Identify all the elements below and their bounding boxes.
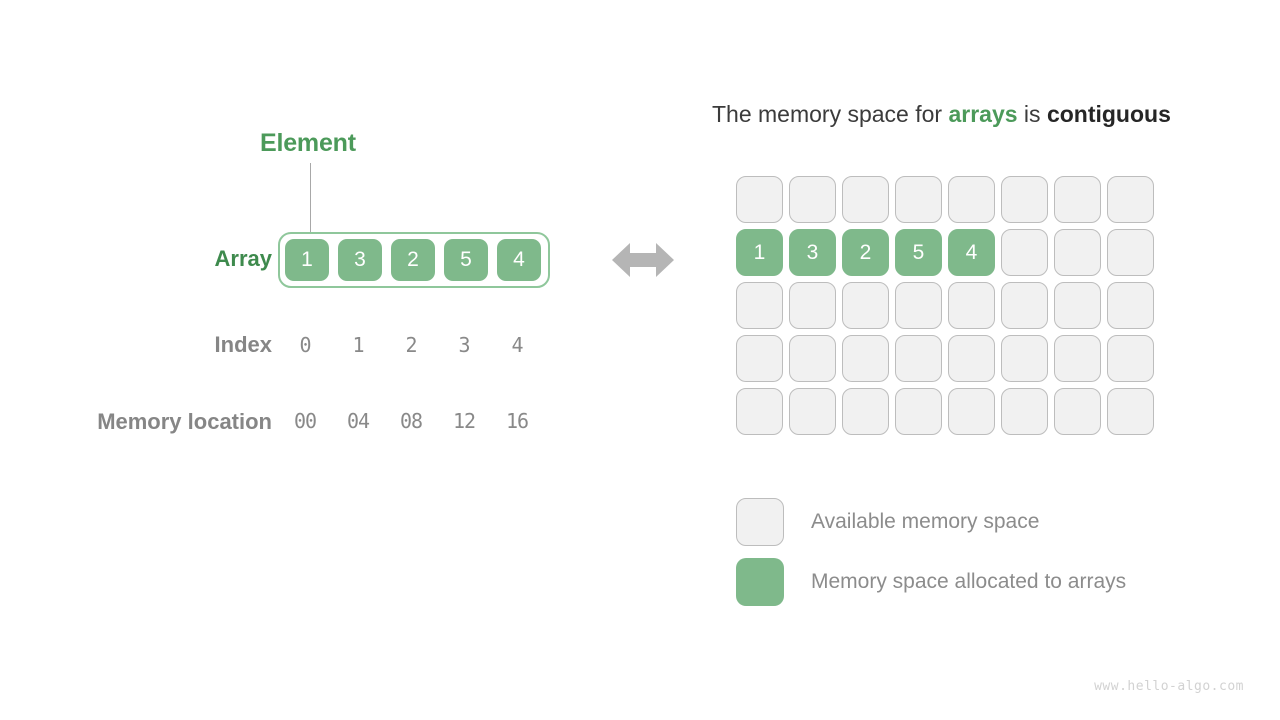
memory-cell-available (948, 176, 995, 223)
memory-cell-available (1107, 229, 1154, 276)
memory-cell-available (1107, 335, 1154, 382)
memory-cell-allocated: 2 (842, 229, 889, 276)
memory-address-row: 00 04 08 12 16 (283, 409, 539, 433)
memory-cell-available (1054, 335, 1101, 382)
memory-address-value: 12 (452, 409, 476, 433)
legend-row: Memory space allocated to arrays (736, 552, 1126, 612)
memory-cell-available (842, 176, 889, 223)
memory-cell-allocated: 1 (736, 229, 783, 276)
legend-row: Available memory space (736, 492, 1126, 552)
memory-cell-available (948, 282, 995, 329)
right-panel-heading: The memory space for arrays is contiguou… (712, 101, 1171, 128)
memory-cell-available (789, 282, 836, 329)
memory-cell-available (842, 282, 889, 329)
memory-cell-available (789, 388, 836, 435)
memory-cell-available (895, 335, 942, 382)
memory-cell-allocated: 4 (948, 229, 995, 276)
memory-location-row-label: Memory location (97, 409, 272, 434)
memory-cell-allocated: 5 (895, 229, 942, 276)
heading-text-part1: The memory space for (712, 101, 949, 127)
element-callout-connector-line (310, 163, 311, 235)
legend-label: Memory space allocated to arrays (811, 570, 1127, 593)
index-value: 1 (352, 333, 364, 357)
memory-cell-available (1054, 282, 1101, 329)
legend-swatch-filled (736, 558, 784, 606)
memory-cell-available (1001, 176, 1048, 223)
memory-cell-available (1001, 388, 1048, 435)
memory-cell-available (1054, 388, 1101, 435)
element-callout-label: Element (260, 129, 356, 157)
legend-swatch-empty (736, 498, 784, 546)
array-row-label: Array (214, 246, 272, 271)
memory-cell-available (1054, 176, 1101, 223)
watermark: www.hello-algo.com (1094, 679, 1244, 694)
memory-address-value: 16 (505, 409, 529, 433)
memory-cell-available (895, 176, 942, 223)
memory-cell-available (842, 335, 889, 382)
memory-cell-available (948, 388, 995, 435)
memory-cell-allocated: 3 (789, 229, 836, 276)
heading-text-part2: is (1017, 101, 1047, 127)
memory-cell-available (736, 388, 783, 435)
memory-cell-available (948, 335, 995, 382)
memory-cell-available (1001, 229, 1048, 276)
array-cell: 1 (285, 239, 329, 281)
memory-cell-available (1107, 388, 1154, 435)
index-row-label: Index (214, 332, 272, 357)
memory-cell-available (789, 176, 836, 223)
index-value: 0 (299, 333, 311, 357)
memory-cell-available (736, 282, 783, 329)
index-value: 4 (511, 333, 523, 357)
array-cell: 3 (338, 239, 382, 281)
index-number-row: 0 1 2 3 4 (283, 333, 539, 357)
memory-cell-available (789, 335, 836, 382)
memory-cell-available (895, 388, 942, 435)
memory-cell-available (736, 335, 783, 382)
array-cell: 4 (497, 239, 541, 281)
memory-cell-available (842, 388, 889, 435)
heading-highlight-arrays: arrays (948, 101, 1018, 127)
legend-label: Available memory space (811, 510, 1040, 533)
memory-address-value: 08 (399, 409, 423, 433)
memory-cell-available (895, 282, 942, 329)
heading-highlight-contiguous: contiguous (1046, 101, 1171, 127)
memory-cell-available (1001, 335, 1048, 382)
memory-cell-available (1054, 229, 1101, 276)
index-value: 2 (405, 333, 417, 357)
array-cell: 2 (391, 239, 435, 281)
memory-cell-available (1107, 176, 1154, 223)
memory-address-value: 04 (346, 409, 370, 433)
memory-cell-available (1107, 282, 1154, 329)
index-value: 3 (458, 333, 470, 357)
memory-cell-available (1001, 282, 1048, 329)
array-cell: 5 (444, 239, 488, 281)
bidirectional-arrow-icon (612, 238, 674, 282)
memory-cell-available (736, 176, 783, 223)
memory-address-value: 00 (293, 409, 317, 433)
